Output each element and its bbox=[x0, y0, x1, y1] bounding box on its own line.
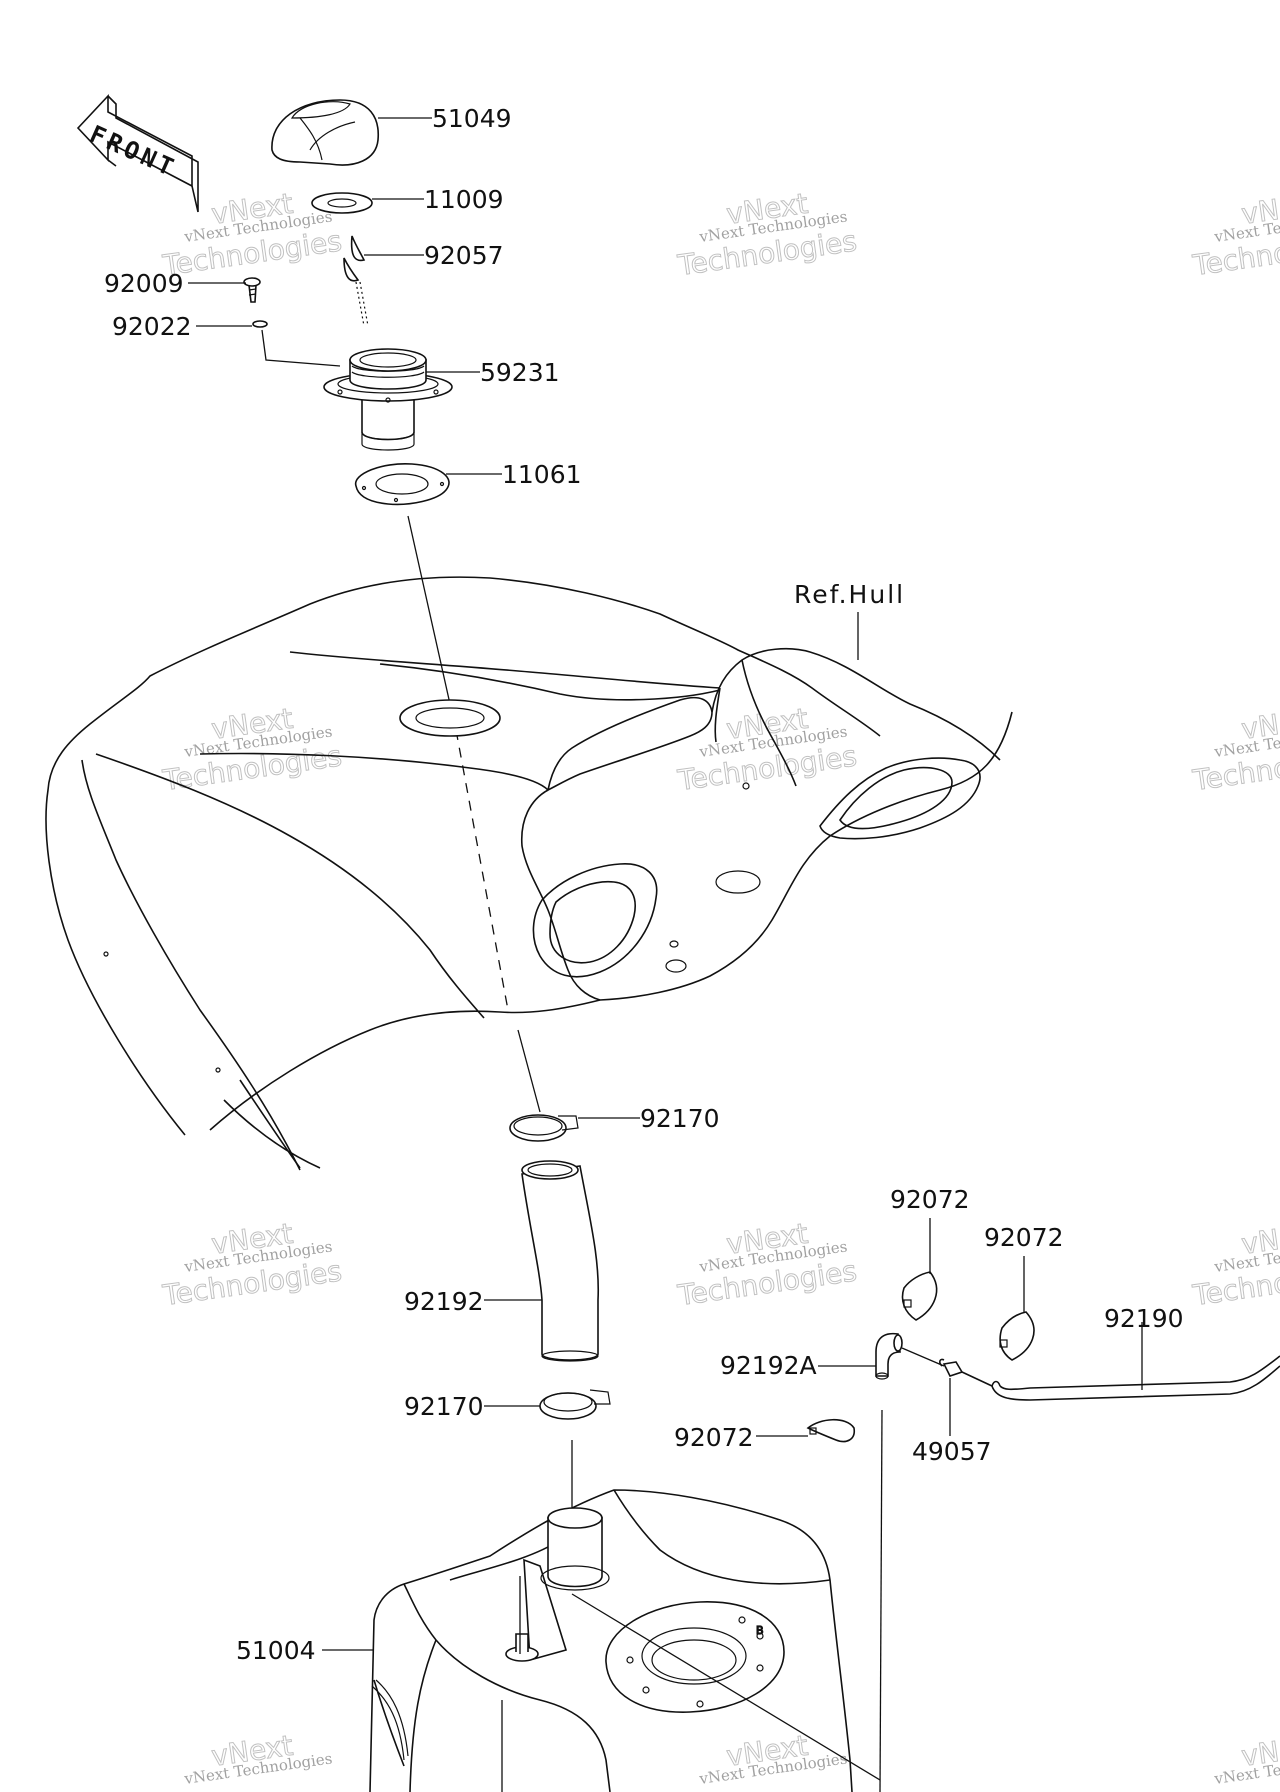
part-label-51004: 51004 bbox=[236, 1636, 316, 1665]
part-label-92072-a: 92072 bbox=[890, 1185, 970, 1214]
part-label-92170-upper: 92170 bbox=[640, 1104, 720, 1133]
part-label-92057: 92057 bbox=[424, 241, 504, 270]
vent-clip-part-a bbox=[901, 1271, 938, 1321]
check-valve-part bbox=[939, 1358, 993, 1387]
part-label-92009: 92009 bbox=[104, 269, 184, 298]
part-label-92072-c: 92072 bbox=[674, 1423, 754, 1452]
watermark: vNext vNext Technologies Technologies bbox=[1190, 1216, 1280, 1312]
watermark: vNext vNext Technologies bbox=[697, 1728, 848, 1788]
vent-clip-part-b bbox=[999, 1311, 1035, 1361]
part-label-92170-lower: 92170 bbox=[404, 1392, 484, 1421]
fuel-tank-part: B bbox=[369, 1489, 853, 1792]
part-label-49057: 49057 bbox=[912, 1437, 992, 1466]
svg-text:B: B bbox=[756, 1624, 764, 1637]
watermark: vNext vNext Technologies Technologies bbox=[160, 701, 345, 797]
watermark: vNext vNext Technologies Technologies bbox=[1190, 186, 1280, 282]
part-label-92192A: 92192A bbox=[720, 1351, 817, 1380]
cap-cover-part bbox=[271, 99, 380, 166]
part-label-11009: 11009 bbox=[424, 185, 504, 214]
watermark: vNext vNext Technologies Technologies bbox=[675, 1216, 860, 1312]
washer-part bbox=[252, 320, 268, 328]
watermark: vNext vNext Technologies Technologies bbox=[675, 186, 860, 282]
watermark: vNext vNext Technologies Technologies bbox=[675, 701, 860, 797]
part-label-11061: 11061 bbox=[502, 460, 582, 489]
filler-neck-part bbox=[323, 348, 453, 451]
watermark: vNext vNext Technologies Technologies bbox=[160, 1216, 345, 1312]
watermark: vNext vNext Technologies Technologies bbox=[160, 186, 345, 282]
chain-part bbox=[343, 235, 369, 327]
watermark: vNext vNext Technologies Technologies bbox=[1190, 701, 1280, 797]
cap-gasket-part bbox=[311, 192, 373, 214]
part-label-51049: 51049 bbox=[432, 104, 512, 133]
part-label-59231: 59231 bbox=[480, 358, 560, 387]
watermark-grid: vNext vNext Technologies Technologies vN… bbox=[160, 186, 1280, 1788]
watermark: vNext vNext Technologies bbox=[1212, 1728, 1280, 1788]
ref-hull-label: Ref.Hull bbox=[794, 580, 905, 609]
upper-hose-clamp-part bbox=[509, 1114, 579, 1142]
vent-hose-part bbox=[991, 1355, 1280, 1401]
part-label-92022: 92022 bbox=[112, 312, 192, 341]
lower-hose-clamp-part bbox=[539, 1389, 611, 1420]
neck-gasket-part bbox=[355, 463, 450, 506]
part-label-92190: 92190 bbox=[1104, 1304, 1184, 1333]
front-arrow-icon: FRONT bbox=[76, 93, 199, 213]
elbow-hose-part bbox=[875, 1332, 903, 1380]
vent-clip-part-c bbox=[806, 1418, 856, 1443]
part-label-92072-b: 92072 bbox=[984, 1223, 1064, 1252]
filler-hose-part bbox=[521, 1160, 600, 1362]
part-label-92192: 92192 bbox=[404, 1287, 484, 1316]
hull-reference bbox=[45, 576, 1013, 1171]
watermark: vNext vNext Technologies bbox=[182, 1728, 333, 1788]
screw-part bbox=[243, 277, 261, 303]
